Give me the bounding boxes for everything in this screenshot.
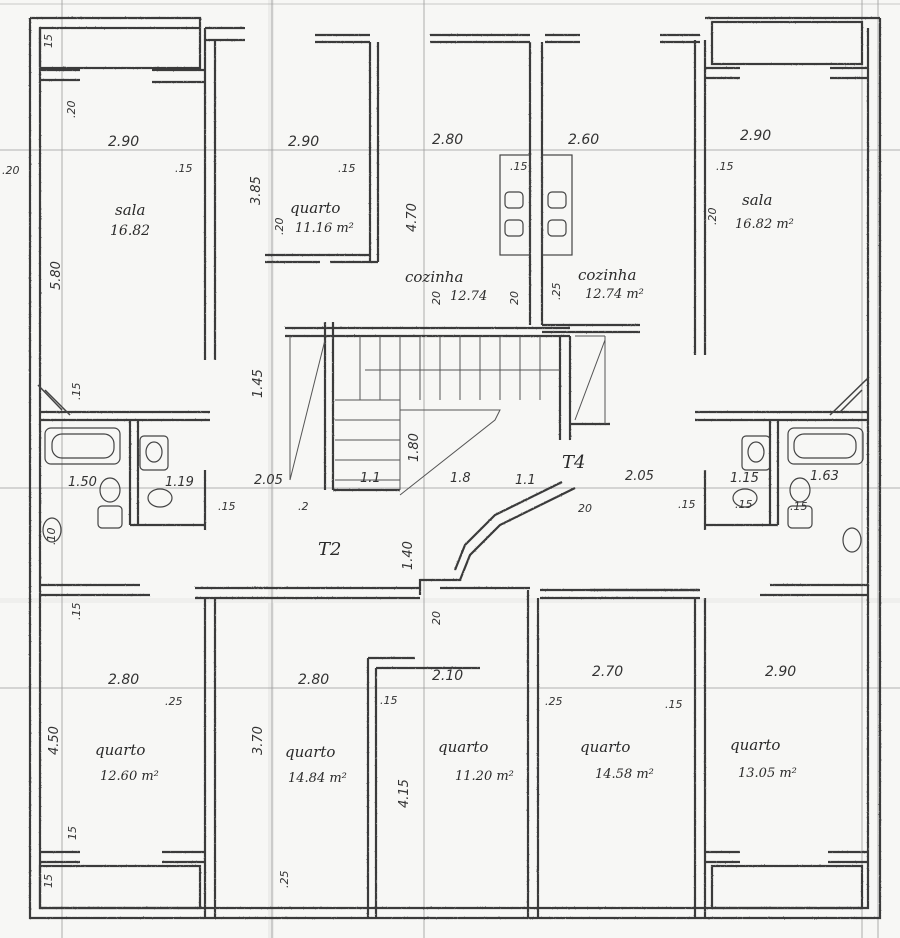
room-area: 14.84 m²	[288, 771, 347, 786]
dimension-label: 20	[578, 502, 592, 515]
dimension-label: 5.80	[49, 261, 64, 290]
dimension-label: .15	[338, 162, 356, 175]
room-area: 12.74 m²	[585, 287, 644, 302]
dimension-label: 2.60	[568, 132, 599, 148]
dimension-label: 1.40	[401, 541, 416, 570]
dimension-label: .15	[218, 500, 236, 513]
dimension-label: 4.70	[405, 203, 420, 232]
dimension-label: 2.05	[625, 469, 654, 484]
dimension-label: 2.80	[298, 672, 329, 688]
dimension-label: .15	[175, 162, 193, 175]
room-name: quarto	[95, 741, 145, 759]
room-name: quarto	[730, 736, 780, 754]
dimension-label: 2.90	[740, 128, 771, 144]
dimension-label: .25	[165, 695, 183, 708]
staircase	[289, 335, 606, 496]
dimension-label: .15	[716, 160, 734, 173]
dimension-label: 1.15	[730, 471, 759, 486]
dimension-label: 1.45	[251, 369, 266, 398]
paper-fold	[0, 598, 900, 603]
dimension-label: 2.10	[432, 668, 463, 684]
dimension-label: .15	[510, 160, 528, 173]
dimension-label: 20	[430, 611, 443, 625]
dimension-label: 1.50	[68, 475, 97, 490]
walls	[28, 16, 882, 920]
dimension-label: .15	[70, 603, 83, 621]
dimensions-small: .15 .15 .15 .15 .20 .20 .20 .25 .25 .15 …	[2, 34, 808, 888]
dimension-label: .10	[45, 528, 58, 546]
dimension-label: 1.19	[165, 475, 194, 490]
dimension-label: 2.80	[432, 132, 463, 148]
dimensions-middle: 1.50 1.19 2.05 1.1 1.8 1.1 2.05 1.15 1.6…	[68, 469, 839, 490]
dimension-label: 4.50	[47, 726, 62, 755]
room-area: 13.05 m²	[738, 766, 797, 781]
dimension-label: .20	[65, 101, 78, 119]
paper-fold	[268, 0, 274, 938]
dimension-label: .2	[298, 500, 309, 513]
dimension-label: .15	[665, 698, 683, 711]
dimension-label: .15	[70, 383, 83, 401]
bathroom-fixtures-right	[732, 427, 864, 553]
dimension-label: .20	[273, 218, 286, 236]
room-name: quarto	[438, 738, 488, 756]
dimension-label: 20	[430, 291, 443, 305]
dimension-label: 20	[508, 291, 521, 305]
dimension-label: 15	[42, 874, 55, 888]
dimension-label: 1.1	[360, 471, 381, 486]
dimensions-top: 2.90 2.90 2.80 2.60 2.90	[108, 128, 771, 150]
room-name: quarto	[580, 738, 630, 756]
room-name: quarto	[285, 743, 335, 761]
dimension-label: .25	[550, 283, 563, 301]
dimension-label: 2.05	[254, 473, 283, 488]
corner-marks	[37, 377, 869, 416]
dimension-label: .15	[380, 694, 398, 707]
dimension-label: .15	[735, 498, 753, 511]
dimension-label: 2.90	[765, 664, 796, 680]
room-name: sala	[115, 201, 145, 219]
room-area: 12.74	[450, 289, 487, 304]
dimension-label: 1.63	[810, 469, 839, 484]
room-area: 12.60 m²	[100, 769, 159, 784]
stair-marker-t2: T2	[318, 539, 341, 560]
room-area: 14.58 m²	[595, 767, 654, 782]
room-area: 11.20 m²	[455, 769, 514, 784]
room-name: cozinha	[405, 268, 463, 286]
dimension-label: .25	[545, 695, 563, 708]
room-area: 16.82 m²	[735, 217, 794, 232]
dimension-label: .20	[706, 208, 719, 226]
dimensions-vertical: 5.80 3.85 4.70 1.45 1.80 1.40 4.50 3.70 …	[47, 176, 422, 808]
dimension-label: 2.90	[288, 134, 319, 150]
dimension-label: 1.8	[450, 471, 471, 486]
dimension-label: .15	[790, 500, 808, 513]
dimension-label: .25	[278, 871, 291, 889]
room-area: 11.16 m²	[295, 221, 354, 236]
dimension-label: 15	[66, 826, 79, 840]
dimension-label: 2.80	[108, 672, 139, 688]
dimension-label: .15	[678, 498, 696, 511]
dimension-label: 1.80	[407, 433, 422, 462]
dimension-label: 15	[42, 34, 55, 48]
dimension-label: 4.15	[397, 779, 412, 808]
stair-marker-t4: T4	[562, 452, 585, 473]
room-name: sala	[742, 191, 772, 209]
dimension-label: 2.70	[592, 664, 623, 680]
dimension-label: 3.85	[249, 176, 264, 205]
room-area: 16.82	[110, 223, 150, 239]
room-name: cozinha	[578, 266, 636, 284]
room-labels: sala 16.82 quarto 11.16 m² cozinha 12.74…	[95, 191, 797, 786]
dimension-label: .20	[2, 164, 20, 177]
kitchen-fixtures	[499, 154, 573, 256]
bathroom-fixtures-left	[42, 427, 173, 543]
room-name: quarto	[290, 199, 340, 217]
dimension-label: 1.1	[515, 473, 536, 488]
dimension-label: 2.90	[108, 134, 139, 150]
dimension-label: 3.70	[251, 726, 266, 755]
dimensions-bottom: 2.80 2.80 2.10 2.70 2.90	[108, 664, 796, 688]
